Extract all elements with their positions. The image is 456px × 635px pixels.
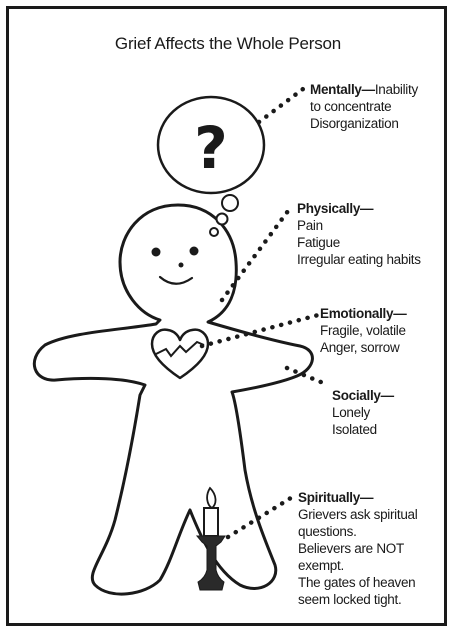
socially-heading: Socially— xyxy=(332,388,394,403)
broken-heart-icon xyxy=(150,328,210,380)
nose xyxy=(178,262,184,268)
connector-spiritually xyxy=(225,493,297,540)
spiritually-line-2: questions. xyxy=(298,524,357,539)
thought-bubble xyxy=(156,95,266,195)
connector-mentally xyxy=(256,86,306,125)
question-mark-icon: ? xyxy=(194,114,228,182)
physically-block: Physically— Pain Fatigue Irregular eatin… xyxy=(297,200,421,268)
emotionally-line-2: Anger, sorrow xyxy=(320,340,400,355)
emotionally-block: Emotionally— Fragile, volatile Anger, so… xyxy=(320,305,407,356)
thought-bubble-trail-small xyxy=(209,227,219,237)
thought-bubble-trail-large xyxy=(221,194,239,212)
physically-heading: Physically— xyxy=(297,201,374,216)
candle-icon xyxy=(195,486,226,591)
thought-bubble-trail-medium xyxy=(215,212,229,226)
spiritually-line-6: seem locked tight. xyxy=(298,592,402,607)
spiritually-line-1: Grievers ask spiritual xyxy=(298,507,418,522)
physically-line-1: Pain xyxy=(297,218,323,233)
diagram-title: Grief Affects the Whole Person xyxy=(114,34,342,53)
connector-physically xyxy=(219,204,294,303)
socially-line-2: Isolated xyxy=(332,422,377,437)
mentally-block: Mentally—Inability to concentrate Disorg… xyxy=(310,81,418,132)
mouth xyxy=(158,275,194,285)
emotionally-heading: Emotionally— xyxy=(320,306,407,321)
spiritually-block: Spiritually— Grievers ask spiritual ques… xyxy=(298,489,418,608)
mentally-line-3: Disorganization xyxy=(310,116,399,131)
physically-line-3: Irregular eating habits xyxy=(297,252,421,267)
spiritually-line-3: Believers are NOT xyxy=(298,541,404,556)
diagram-frame xyxy=(6,6,447,626)
socially-line-1: Lonely xyxy=(332,405,370,420)
right-eye xyxy=(189,246,199,256)
physically-line-2: Fatigue xyxy=(297,235,340,250)
spiritually-line-5: The gates of heaven xyxy=(298,575,416,590)
connector-socially xyxy=(284,365,331,388)
person-outline xyxy=(33,203,314,596)
spiritually-heading: Spiritually— xyxy=(298,490,374,505)
connector-emotionally xyxy=(199,311,325,349)
mentally-line-1: Inability xyxy=(374,82,418,97)
mentally-heading: Mentally— xyxy=(310,82,375,97)
mentally-line-2: to concentrate xyxy=(310,99,392,114)
emotionally-line-1: Fragile, volatile xyxy=(320,323,406,338)
socially-block: Socially— Lonely Isolated xyxy=(332,387,394,438)
left-eye xyxy=(151,247,161,257)
spiritually-line-4: exempt. xyxy=(298,558,344,573)
